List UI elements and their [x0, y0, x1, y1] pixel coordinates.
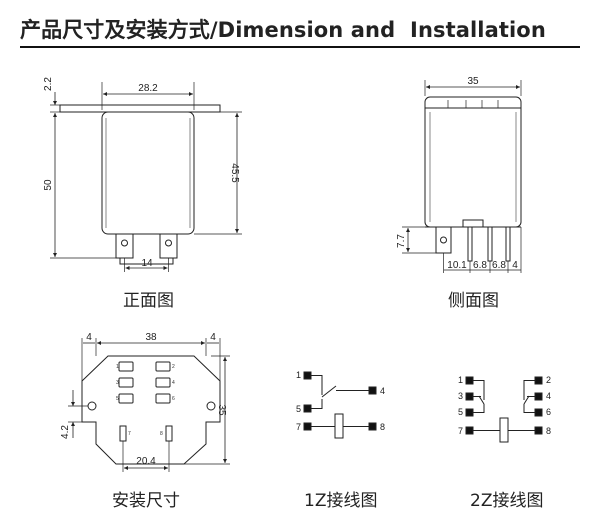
terminal-block	[534, 392, 543, 401]
pin-label: 4	[380, 386, 385, 396]
side-width-dim: 35	[467, 76, 479, 87]
front-body-height-dim: 45.5	[229, 163, 240, 183]
terminal-block	[534, 408, 543, 417]
coil-symbol	[499, 417, 509, 443]
terminal-block	[465, 376, 474, 385]
wiring-1z-caption: 1Z接线图	[304, 491, 378, 511]
pin-label: 8	[380, 422, 385, 432]
front-width-dim: 28.2	[138, 83, 158, 94]
mounting-plate	[81, 355, 221, 465]
mounting-hole-right	[206, 401, 216, 411]
wire	[311, 375, 323, 395]
pin-label: 1	[458, 375, 463, 385]
mount-height-dim: 35	[216, 404, 227, 416]
mount-pin-label: 4	[172, 380, 175, 386]
front-flange	[59, 104, 221, 113]
pin-label: 4	[546, 391, 551, 401]
mount-pin-label: 6	[172, 396, 175, 402]
pin-label: 7	[296, 422, 301, 432]
side-view-caption: 侧面图	[448, 291, 499, 311]
side-view	[402, 80, 522, 273]
terminal-block	[368, 422, 377, 431]
side-pin	[467, 226, 473, 262]
pin-label: 3	[458, 391, 463, 401]
front-terminal-hole	[121, 239, 128, 247]
front-view	[50, 82, 242, 272]
mount-offset-dim: 4.2	[60, 425, 71, 439]
mounting-hole-left	[87, 401, 97, 411]
pin-label: 7	[458, 426, 463, 436]
front-terminal-hole	[165, 239, 172, 247]
side-pin	[505, 226, 511, 262]
socket-pad	[155, 377, 171, 388]
title-underline	[20, 46, 580, 48]
wire	[311, 399, 323, 409]
mount-pin-pitch-dim: 20.4	[136, 456, 156, 467]
contact-blade	[523, 395, 530, 405]
side-dim-3: 6.8	[492, 260, 506, 271]
mount-width-dim: 38	[145, 332, 157, 343]
mount-pin-label: 3	[116, 380, 119, 386]
front-total-height-dim: 50	[43, 179, 54, 191]
coil-slot	[165, 425, 173, 442]
wiring-2z	[465, 376, 543, 443]
mount-pin-label: 5	[116, 396, 119, 402]
coil-slot	[119, 425, 127, 442]
mount-pin-label: 7	[128, 431, 131, 437]
wire	[473, 380, 485, 400]
side-terminal-hole	[440, 236, 447, 244]
side-dim-2: 6.8	[473, 260, 487, 271]
pin-label: 5	[296, 404, 301, 414]
terminal-block	[465, 392, 474, 401]
wire	[523, 380, 535, 400]
front-body	[101, 111, 195, 235]
mount-right-margin-dim: 4	[210, 332, 216, 343]
terminal-block	[303, 404, 312, 413]
pin-label: 6	[546, 407, 551, 417]
pin-label: 5	[458, 407, 463, 417]
mounting-view-caption: 安装尺寸	[112, 491, 180, 511]
contact-blade	[321, 385, 337, 398]
pin-label: 2	[546, 375, 551, 385]
terminal-block	[534, 376, 543, 385]
socket-pad	[155, 393, 171, 404]
socket-pad	[118, 361, 134, 372]
wire	[473, 404, 485, 413]
side-base-tab	[462, 219, 484, 228]
pin-label: 1	[296, 370, 301, 380]
front-flange-dim: 2.2	[43, 77, 54, 91]
terminal-block	[534, 426, 543, 435]
contact-blade	[478, 395, 485, 405]
mount-pin-label: 8	[160, 431, 163, 437]
front-terminal-base	[119, 258, 174, 265]
side-pin	[487, 226, 493, 262]
pin-label: 8	[546, 426, 551, 436]
socket-pad	[118, 393, 134, 404]
terminal-block	[368, 386, 377, 395]
side-body	[424, 96, 522, 228]
mount-left-margin-dim: 4	[86, 332, 92, 343]
terminal-block	[303, 371, 312, 380]
terminal-block	[303, 422, 312, 431]
page-title: 产品尺寸及安装方式/Dimension and Installation	[20, 18, 546, 42]
wiring-2z-caption: 2Z接线图	[470, 491, 544, 511]
front-view-caption: 正面图	[123, 291, 174, 311]
terminal-block	[465, 426, 474, 435]
side-dim-4: 4	[512, 260, 518, 271]
front-pin-pitch-dim: 14	[141, 258, 153, 269]
socket-pad	[155, 361, 171, 372]
terminal-block	[465, 408, 474, 417]
side-pin-length-dim: 7.7	[396, 234, 407, 248]
wiring-1z	[303, 371, 377, 439]
coil-symbol	[334, 413, 344, 439]
side-dim-1: 10.1	[447, 260, 467, 271]
mount-pin-label: 2	[172, 364, 175, 370]
wire	[523, 404, 535, 413]
mount-pin-label: 1	[116, 364, 119, 370]
socket-pad	[118, 377, 134, 388]
mounting-view	[68, 338, 230, 472]
side-terminal-coil	[435, 227, 452, 254]
